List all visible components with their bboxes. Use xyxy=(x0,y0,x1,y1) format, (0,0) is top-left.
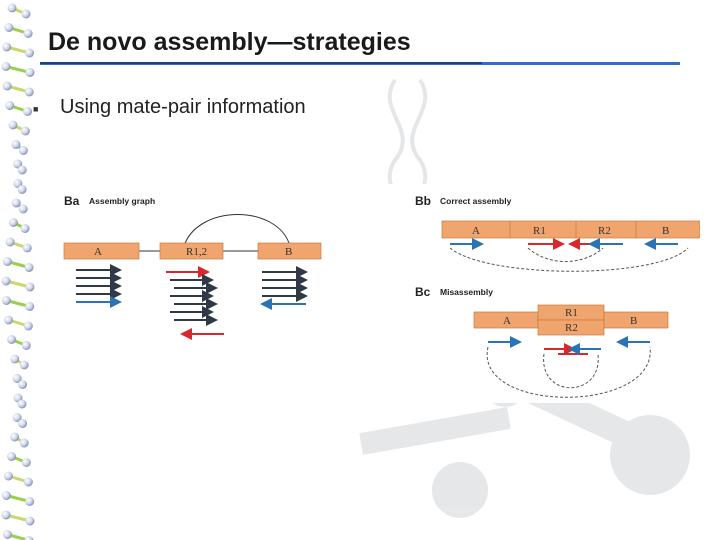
dna-node xyxy=(23,477,33,487)
mate-pair-diagram: Ba Assembly graph A R1,2 B Bb Correct as… xyxy=(63,194,700,398)
dna-node xyxy=(25,497,35,506)
dna-node xyxy=(25,516,35,526)
dna-node xyxy=(10,354,20,364)
dna-node xyxy=(25,282,35,292)
dna-node xyxy=(2,42,12,52)
dna-node xyxy=(8,218,18,227)
dna-node xyxy=(11,198,21,208)
correct-b-label: B xyxy=(662,225,669,237)
dna-node xyxy=(1,491,11,500)
title-underline-dark xyxy=(40,62,482,64)
dna-node xyxy=(3,315,13,325)
panel-a-reads xyxy=(76,264,308,340)
mis-a-label: A xyxy=(503,315,511,327)
dna-node xyxy=(20,224,30,233)
dna-node xyxy=(12,374,22,383)
contig-b-box xyxy=(257,242,322,260)
dna-node xyxy=(8,120,18,130)
mate-link xyxy=(527,247,604,262)
dna-node xyxy=(22,243,32,253)
dna-node xyxy=(18,204,28,214)
dna-node xyxy=(5,101,15,110)
dna-node xyxy=(1,62,11,71)
correct-r1-label: R1 xyxy=(533,225,546,237)
dna-node xyxy=(2,530,12,539)
panel-c-label: Bc xyxy=(415,285,431,299)
dna-node xyxy=(21,9,31,19)
bullet-text: Using mate-pair information xyxy=(60,96,306,118)
dna-node xyxy=(4,23,14,32)
mate-link xyxy=(449,247,689,272)
mis-r2-label: R2 xyxy=(565,322,578,334)
dna-node xyxy=(17,165,27,175)
correct-a-label: A xyxy=(472,225,480,237)
dna-node xyxy=(7,3,17,13)
dna-node xyxy=(23,107,33,116)
dna-node xyxy=(23,29,33,38)
dna-node xyxy=(17,185,27,194)
dna-node xyxy=(21,458,31,467)
contig-r12-label: R1,2 xyxy=(186,246,207,258)
panel-b-label: Bb xyxy=(415,194,431,208)
dna-node xyxy=(25,68,35,77)
dna-node xyxy=(23,321,33,331)
contig-r12-box xyxy=(159,242,224,260)
mis-b-label: B xyxy=(630,315,637,327)
dna-node xyxy=(24,87,34,97)
dna-node xyxy=(10,432,20,442)
dna-node xyxy=(19,360,29,370)
correct-r2-label: R2 xyxy=(598,225,611,237)
dna-node xyxy=(24,263,34,272)
panel-b-title: Correct assembly xyxy=(440,196,512,206)
panel-a-title: Assembly graph xyxy=(89,196,155,206)
graph-loop-edge xyxy=(183,214,291,247)
dna-node xyxy=(1,276,11,286)
dna-node xyxy=(24,536,34,540)
contig-b-label: B xyxy=(285,246,292,258)
bullet-square-icon: ■ xyxy=(33,104,39,114)
mis-contig-b xyxy=(603,311,669,329)
dna-node xyxy=(2,257,12,266)
contig-a-label: A xyxy=(94,246,102,258)
panel-a-label: Ba xyxy=(64,194,80,208)
dna-node xyxy=(18,380,28,389)
dna-node xyxy=(5,237,15,247)
dna-node xyxy=(20,126,30,136)
dna-node xyxy=(25,302,35,311)
dna-node xyxy=(3,471,13,481)
panel-c-title: Misassembly xyxy=(440,287,493,297)
mate-link xyxy=(486,346,651,398)
contig-a-box xyxy=(63,242,140,260)
dna-node xyxy=(12,413,22,422)
dna-node xyxy=(11,140,21,149)
dna-node xyxy=(18,146,28,155)
dna-node xyxy=(2,81,12,91)
dna-node xyxy=(7,335,17,344)
slide-title: De novo assembly—strategies xyxy=(48,28,411,56)
dna-node xyxy=(25,48,35,58)
mate-pair-figure: Ba Assembly graph A R1,2 B Bb Correct as… xyxy=(58,184,700,403)
mate-link xyxy=(543,353,599,389)
dna-node xyxy=(17,399,27,409)
mis-r1-label: R1 xyxy=(565,307,578,319)
dna-node xyxy=(18,419,28,428)
dna-node xyxy=(1,510,11,520)
dna-node xyxy=(1,296,11,305)
dna-node xyxy=(19,438,29,448)
dna-node xyxy=(21,341,31,350)
dna-node xyxy=(6,452,16,461)
